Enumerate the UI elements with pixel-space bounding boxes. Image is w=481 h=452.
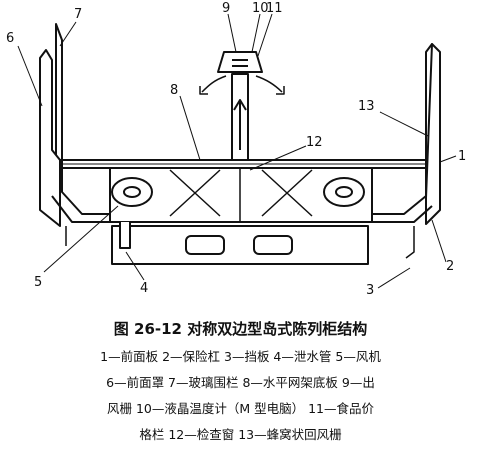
callout-11: 11 bbox=[266, 1, 283, 16]
legend-line-2: 6—前面罩 7—玻璃围栏 8—水平网架底板 9—出 bbox=[106, 375, 375, 390]
callout-13: 13 bbox=[358, 99, 375, 114]
up-arrow bbox=[233, 99, 247, 150]
callout-7: 7 bbox=[74, 7, 82, 22]
cabinet-structure-diagram: 6 7 8 9 10 11 13 12 1 2 3 4 5 bbox=[6, 1, 466, 298]
inspection-window-right bbox=[253, 235, 293, 255]
callout-9: 9 bbox=[222, 1, 230, 16]
drain-pipe bbox=[119, 222, 131, 249]
legend-line-1: 1—前面板 2—保险杠 3—挡板 4—泄水管 5—风机 bbox=[100, 349, 381, 364]
callout-6: 6 bbox=[6, 31, 14, 46]
airflow-arrow-right bbox=[255, 75, 285, 95]
fan-right bbox=[323, 177, 365, 207]
fan-left bbox=[111, 177, 153, 207]
callout-2: 2 bbox=[446, 259, 454, 274]
callout-5: 5 bbox=[34, 275, 42, 290]
inspection-window-left bbox=[185, 235, 225, 255]
legend-line-4: 格栏 12—检查窗 13—蜂窝状回风栅 bbox=[139, 427, 342, 442]
callout-12: 12 bbox=[306, 135, 323, 150]
callout-3: 3 bbox=[366, 283, 374, 298]
callout-10: 10 bbox=[252, 1, 269, 16]
callout-4: 4 bbox=[140, 281, 148, 296]
figure-title: 图 26-12 对称双边型岛式陈列柜结构 bbox=[113, 320, 368, 338]
right-wing-body bbox=[370, 170, 433, 223]
left-front-cover bbox=[39, 49, 61, 227]
callout-8: 8 bbox=[170, 83, 178, 98]
outlet-grille bbox=[217, 51, 263, 73]
base bbox=[111, 225, 369, 265]
left-wing-body bbox=[51, 160, 112, 223]
callout-1: 1 bbox=[458, 149, 466, 164]
legend-line-3: 风栅 10—液晶温度计（M 型电脑） 11—食品价 bbox=[106, 401, 375, 416]
airflow-arrow-left bbox=[199, 75, 227, 95]
